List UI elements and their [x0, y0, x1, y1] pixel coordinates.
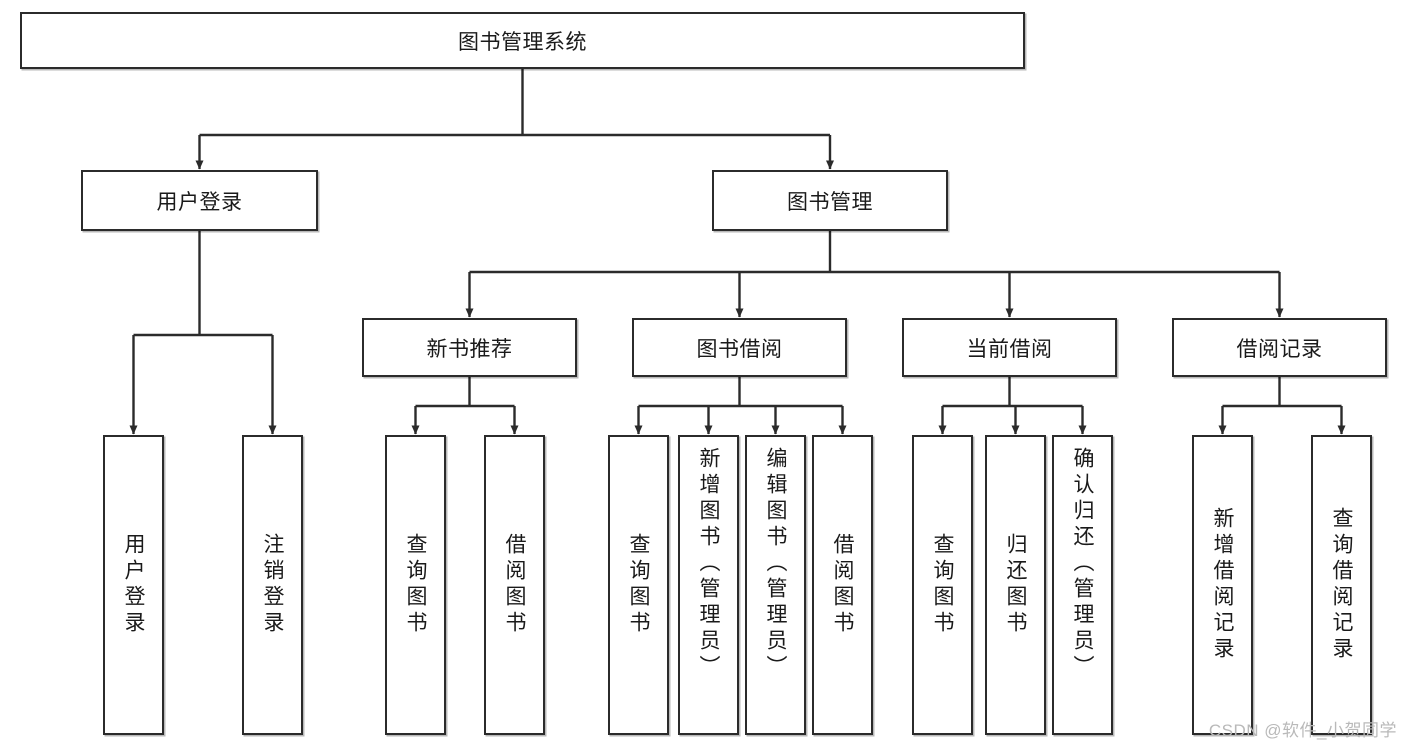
- node-label-wrap: 查询借阅记录: [1313, 437, 1370, 733]
- node-label-wrap: 借阅图书: [486, 437, 543, 733]
- node-leaf_10[interactable]: 归还图书: [985, 435, 1046, 735]
- node-label: 当前借阅: [966, 337, 1053, 361]
- node-leaf_5[interactable]: 查询图书: [608, 435, 669, 735]
- node-label-wrap: 查询图书: [914, 437, 971, 733]
- node-label-wrap: 新增借阅记录: [1194, 437, 1251, 733]
- node-leaf_3[interactable]: 查询图书: [385, 435, 446, 735]
- node-leaf_9[interactable]: 查询图书: [912, 435, 973, 735]
- node-leaf_6[interactable]: 新增图书（管理员）: [678, 435, 739, 735]
- node-l1_a[interactable]: 用户登录: [81, 170, 318, 231]
- node-label: 借阅记录: [1236, 337, 1323, 361]
- node-label: 编辑图书（管理员）: [764, 447, 787, 681]
- edge-group: [129, 69, 1346, 435]
- node-root[interactable]: 图书管理系统: [20, 12, 1025, 69]
- node-leaf_8[interactable]: 借阅图书: [812, 435, 873, 735]
- node-label: 查询借阅记录: [1330, 507, 1353, 663]
- node-label-wrap: 用户登录: [105, 437, 162, 733]
- node-label: 查询图书: [404, 533, 427, 637]
- node-leaf_4[interactable]: 借阅图书: [484, 435, 545, 735]
- node-label: 图书借阅: [696, 337, 783, 361]
- node-label: 用户登录: [122, 533, 145, 637]
- node-label: 图书管理: [787, 190, 873, 214]
- watermark-label: CSDN @软件_小贺同学: [1208, 721, 1397, 740]
- node-l2_b[interactable]: 图书借阅: [632, 318, 847, 377]
- node-l2_c[interactable]: 当前借阅: [902, 318, 1117, 377]
- node-label-wrap: 确认归还（管理员）: [1054, 437, 1111, 733]
- node-label: 新增借阅记录: [1211, 507, 1234, 663]
- node-label: 借阅图书: [831, 533, 854, 637]
- node-label: 用户登录: [156, 190, 243, 214]
- node-label-wrap: 归还图书: [987, 437, 1044, 733]
- node-l2_a[interactable]: 新书推荐: [362, 318, 577, 377]
- node-leaf_1[interactable]: 用户登录: [103, 435, 164, 735]
- node-label: 查询图书: [931, 533, 954, 637]
- node-label-wrap: 编辑图书（管理员）: [747, 437, 804, 733]
- node-label-wrap: 借阅图书: [814, 437, 871, 733]
- node-label-wrap: 新增图书（管理员）: [680, 437, 737, 733]
- node-label: 归还图书: [1004, 533, 1027, 637]
- node-label-wrap: 注销登录: [244, 437, 301, 733]
- node-label: 新增图书（管理员）: [697, 447, 720, 681]
- node-label: 图书管理系统: [458, 30, 587, 54]
- node-leaf_11[interactable]: 确认归还（管理员）: [1052, 435, 1113, 735]
- node-label-wrap: 查询图书: [610, 437, 667, 733]
- node-l1_b[interactable]: 图书管理: [712, 170, 948, 231]
- node-label: 注销登录: [261, 533, 284, 637]
- node-label: 新书推荐: [426, 337, 513, 361]
- node-label: 借阅图书: [503, 533, 526, 637]
- node-leaf_2[interactable]: 注销登录: [242, 435, 303, 735]
- node-leaf_12[interactable]: 新增借阅记录: [1192, 435, 1253, 735]
- node-label: 确认归还（管理员）: [1071, 447, 1094, 681]
- node-label: 查询图书: [627, 533, 650, 637]
- node-leaf_13[interactable]: 查询借阅记录: [1311, 435, 1372, 735]
- node-label-wrap: 查询图书: [387, 437, 444, 733]
- node-leaf_7[interactable]: 编辑图书（管理员）: [745, 435, 806, 735]
- node-l2_d[interactable]: 借阅记录: [1172, 318, 1387, 377]
